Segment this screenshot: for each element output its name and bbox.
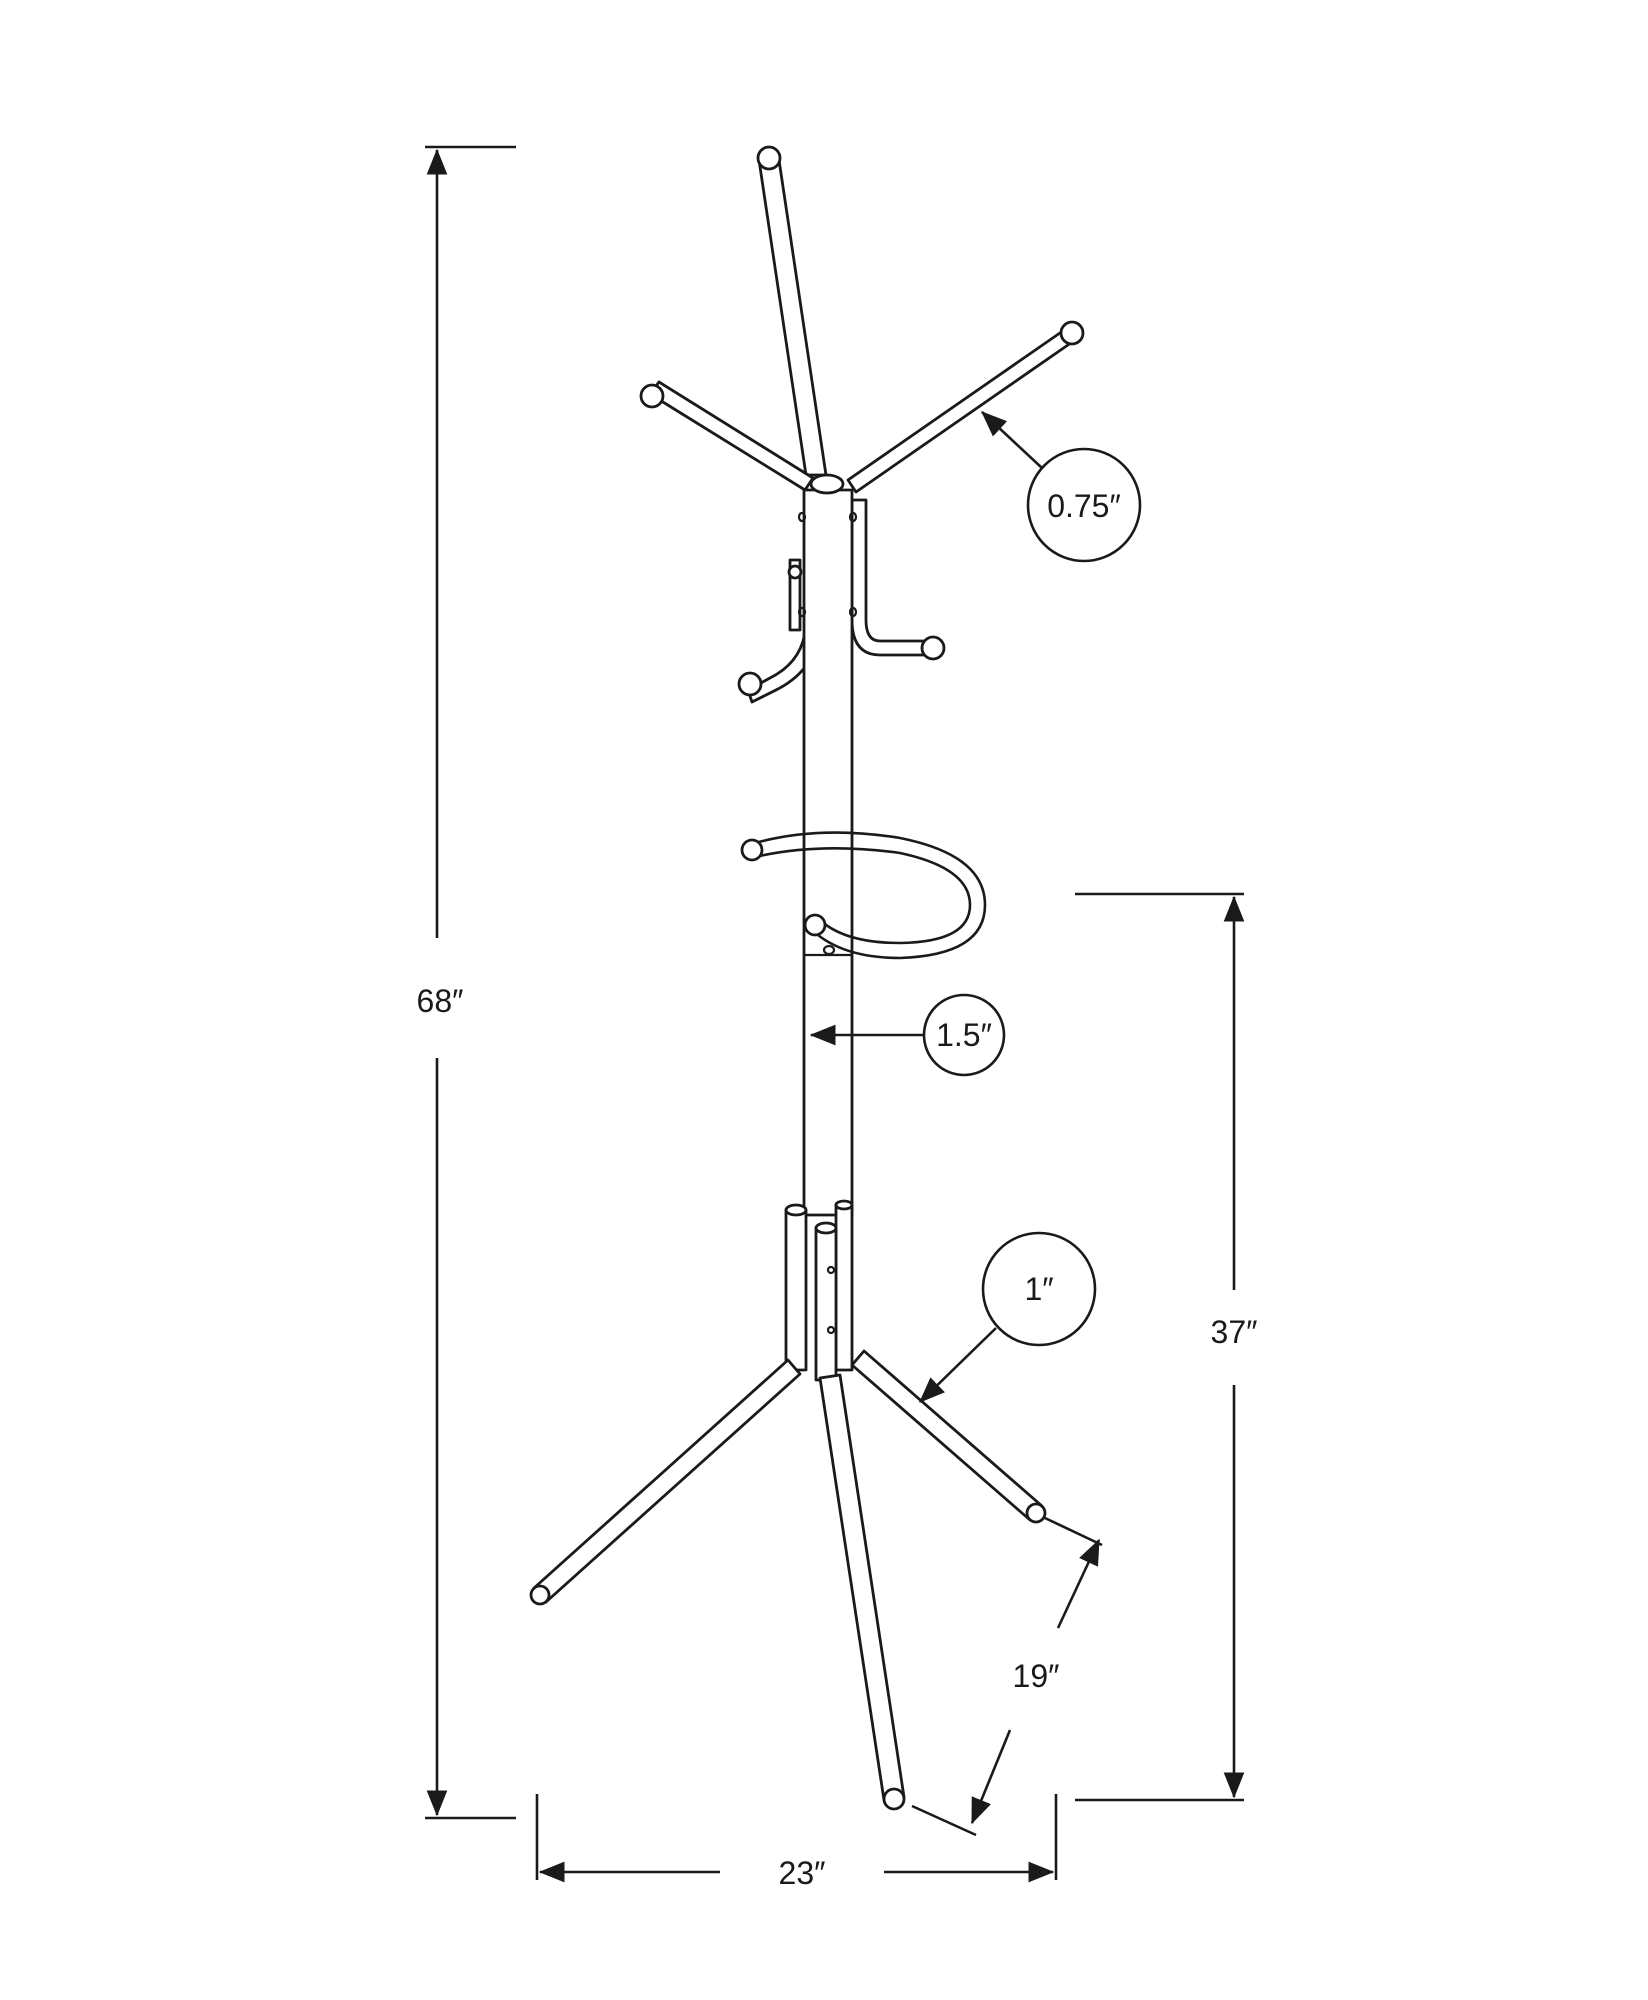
- umbrella-ring: [740, 831, 987, 960]
- upper-right-arm: [846, 320, 1085, 494]
- right-leg: [850, 1349, 1047, 1524]
- base-height-label: 37″: [1211, 1314, 1258, 1350]
- left-leg: [529, 1358, 802, 1606]
- leg-length-label: 19″: [1013, 1658, 1060, 1694]
- leg-diameter-label: 1″: [1024, 1271, 1053, 1307]
- base-sleeves: [784, 1199, 854, 1382]
- pole-diameter-callout: 1.5″: [809, 993, 1006, 1077]
- hook-diameter-callout: 0.75″: [981, 411, 1142, 563]
- front-leg: [818, 1373, 906, 1811]
- coat-rack-illustration: [529, 145, 1085, 1811]
- leg-length-dimension: 19″: [911, 1516, 1103, 1837]
- hook-diameter-label: 0.75″: [1047, 488, 1121, 524]
- lower-right-hook: [850, 498, 946, 661]
- upper-left-arm: [639, 380, 815, 492]
- base-width-label: 23″: [779, 1855, 826, 1891]
- top-spike: [756, 145, 828, 477]
- leg-diameter-callout: 1″: [919, 1231, 1097, 1403]
- base-height-dimension: 37″: [1075, 892, 1258, 1802]
- base-width-dimension: 23″: [535, 1794, 1058, 1891]
- pole-diameter-label: 1.5″: [936, 1017, 992, 1053]
- overall-height-label: 68″: [417, 983, 464, 1019]
- main-pole: [797, 473, 858, 1217]
- overall-height-dimension: 68″: [417, 145, 516, 1820]
